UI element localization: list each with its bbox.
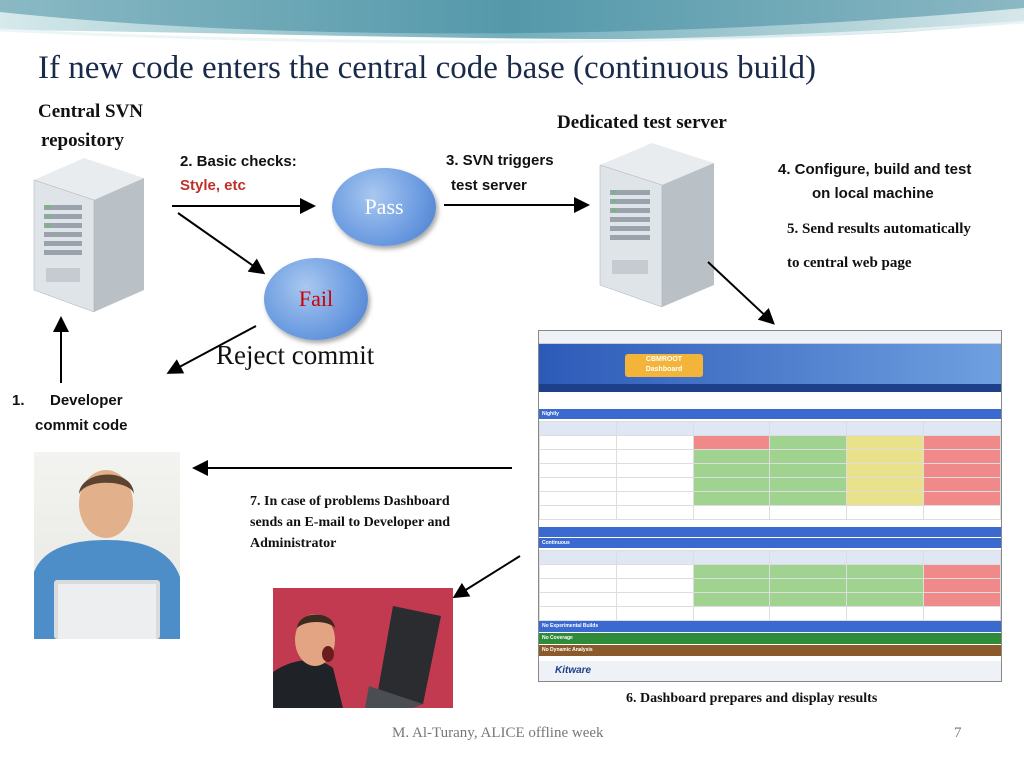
reject-commit-label: Reject commit xyxy=(216,340,375,370)
kitware-logo: Kitware xyxy=(555,665,592,676)
no-nightly-section xyxy=(539,527,1001,537)
local-machine-label: on local machine xyxy=(812,185,934,202)
commit-code-label: commit code xyxy=(35,417,128,434)
dashboard-topbar xyxy=(539,331,1001,344)
central-web-page-label: to central web page xyxy=(787,255,912,271)
dashboard-prepares-label: 6. Dashboard prepares and display result… xyxy=(626,691,878,706)
slide-title: If new code enters the central code base… xyxy=(38,50,816,86)
svn-server-icon xyxy=(33,158,144,313)
arrow-to-dashboard xyxy=(707,261,775,325)
footer-author: M. Al-Turany, ALICE offline week xyxy=(392,725,604,741)
developer-number: 1. xyxy=(12,392,25,409)
problems-line2: sends an E-mail to Developer and xyxy=(250,515,451,530)
no-dynamic-label: No Dynamic Analysis xyxy=(542,647,593,653)
pass-node: Pass xyxy=(332,168,436,246)
configure-build-label: 4. Configure, build and test xyxy=(778,161,972,178)
dashboard-logo: CBMROOT Dashboard xyxy=(625,354,703,377)
continuous-label: Continuous xyxy=(542,540,570,546)
repository-label: repository xyxy=(41,130,125,151)
nightly-label: Nightly xyxy=(542,411,559,417)
dashboard-footer: Kitware xyxy=(539,661,1001,681)
page-number: 7 xyxy=(954,725,962,741)
experimental-section: No Experimental Builds xyxy=(539,621,1001,632)
developer-photo xyxy=(34,452,180,639)
fail-label: Fail xyxy=(298,286,334,311)
basic-checks-label: 2. Basic checks: xyxy=(180,153,297,170)
arrow-to-admin xyxy=(452,555,521,599)
send-results-label: 5. Send results automatically xyxy=(787,221,971,237)
problems-line1: 7. In case of problems Dashboard xyxy=(250,494,450,509)
no-experimental-label: No Experimental Builds xyxy=(542,623,599,629)
fail-node: Fail xyxy=(264,258,368,340)
dashboard-screenshot: CBMROOT Dashboard Nightly Continuous No … xyxy=(538,330,1002,682)
nightly-table xyxy=(539,421,1001,520)
continuous-section: Continuous xyxy=(539,538,1001,548)
pass-label: Pass xyxy=(364,194,404,219)
arrow-to-fail xyxy=(177,212,266,275)
test-server-label: test server xyxy=(451,177,527,194)
svn-triggers-label: 3. SVN triggers xyxy=(446,152,554,169)
style-etc-label: Style, etc xyxy=(180,177,246,194)
dashboard-logo-line2: Dashboard xyxy=(645,366,683,373)
dynamic-analysis-section: No Dynamic Analysis xyxy=(539,645,1001,656)
header-swoosh xyxy=(0,0,1024,60)
problems-line3: Administrator xyxy=(250,536,337,551)
test-server-icon xyxy=(599,143,714,308)
no-coverage-label: No Coverage xyxy=(542,635,573,641)
developer-label: Developer xyxy=(50,392,123,409)
arrow-reject xyxy=(166,325,257,374)
dashboard-logo-line1: CBMROOT xyxy=(645,356,683,363)
nightly-section: Nightly xyxy=(539,409,1001,419)
dashboard-menu xyxy=(539,384,1001,392)
central-svn-label: Central SVN xyxy=(38,101,144,122)
dedicated-server-label: Dedicated test server xyxy=(557,112,727,133)
administrator-photo xyxy=(273,588,453,708)
coverage-section: No Coverage xyxy=(539,633,1001,644)
continuous-table xyxy=(539,550,1001,621)
dashboard-header: CBMROOT Dashboard xyxy=(539,344,1001,384)
